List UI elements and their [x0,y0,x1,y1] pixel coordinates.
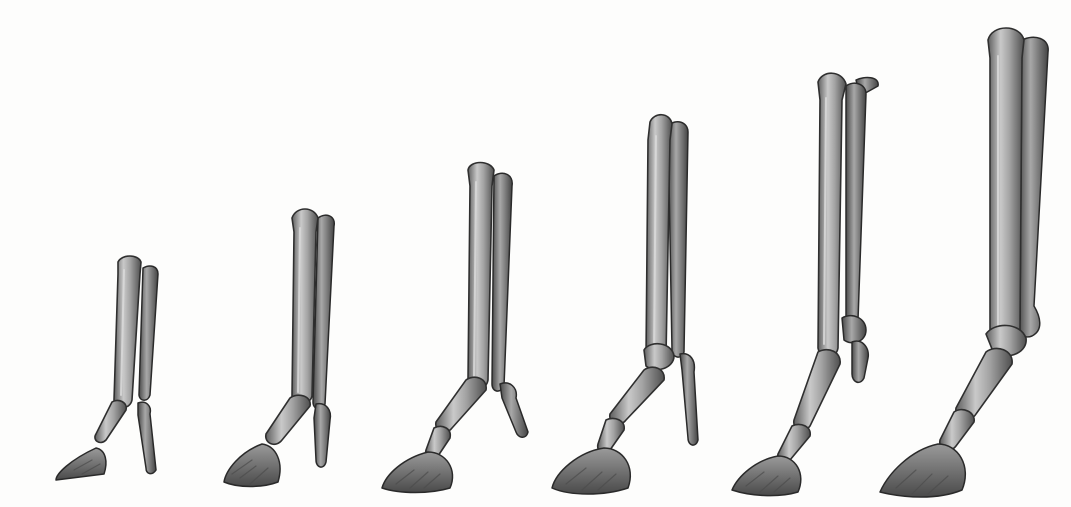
leg-5 [732,73,878,495]
leg-1-hoof [56,448,106,480]
leg-4-side-toe [680,354,698,445]
leg-1-side-toe [138,402,156,473]
leg-3-side-bone [492,173,512,391]
leg-2-side-toe [314,404,330,467]
leg-4-side-bone [668,122,688,357]
leg-4-cannon-bone [646,115,672,365]
leg-4-fetlock [644,344,674,370]
leg-4-pastern [610,367,664,424]
leg-2 [224,209,334,487]
leg-1-cannon-bone [114,256,141,408]
leg-5-side-bone [846,83,866,325]
leg-3-hoof [382,452,453,493]
leg-3 [382,163,528,493]
leg-5-side-toe [852,341,868,382]
leg-6-hoof [880,444,965,497]
leg-2-hoof [224,444,280,487]
leg-1 [56,256,158,480]
leg-4-hoof [552,448,630,494]
leg-3-side-toe [500,383,528,437]
leg-6-cannon-bone [988,28,1024,342]
leg-1-side-bone [139,266,158,400]
leg-5-pastern [794,350,840,431]
leg-5-hoof [732,456,801,496]
leg-1-pastern [95,400,126,442]
leg-2-pastern [266,395,310,444]
leg-6 [880,28,1048,497]
leg-3-pastern [436,377,486,432]
leg-4 [552,115,698,494]
leg-6-side-bone [1019,37,1048,337]
leg-5-cannon-bone [818,73,846,357]
leg-5-sesamoid [842,316,866,343]
leg-3-cannon-bone [468,163,494,390]
